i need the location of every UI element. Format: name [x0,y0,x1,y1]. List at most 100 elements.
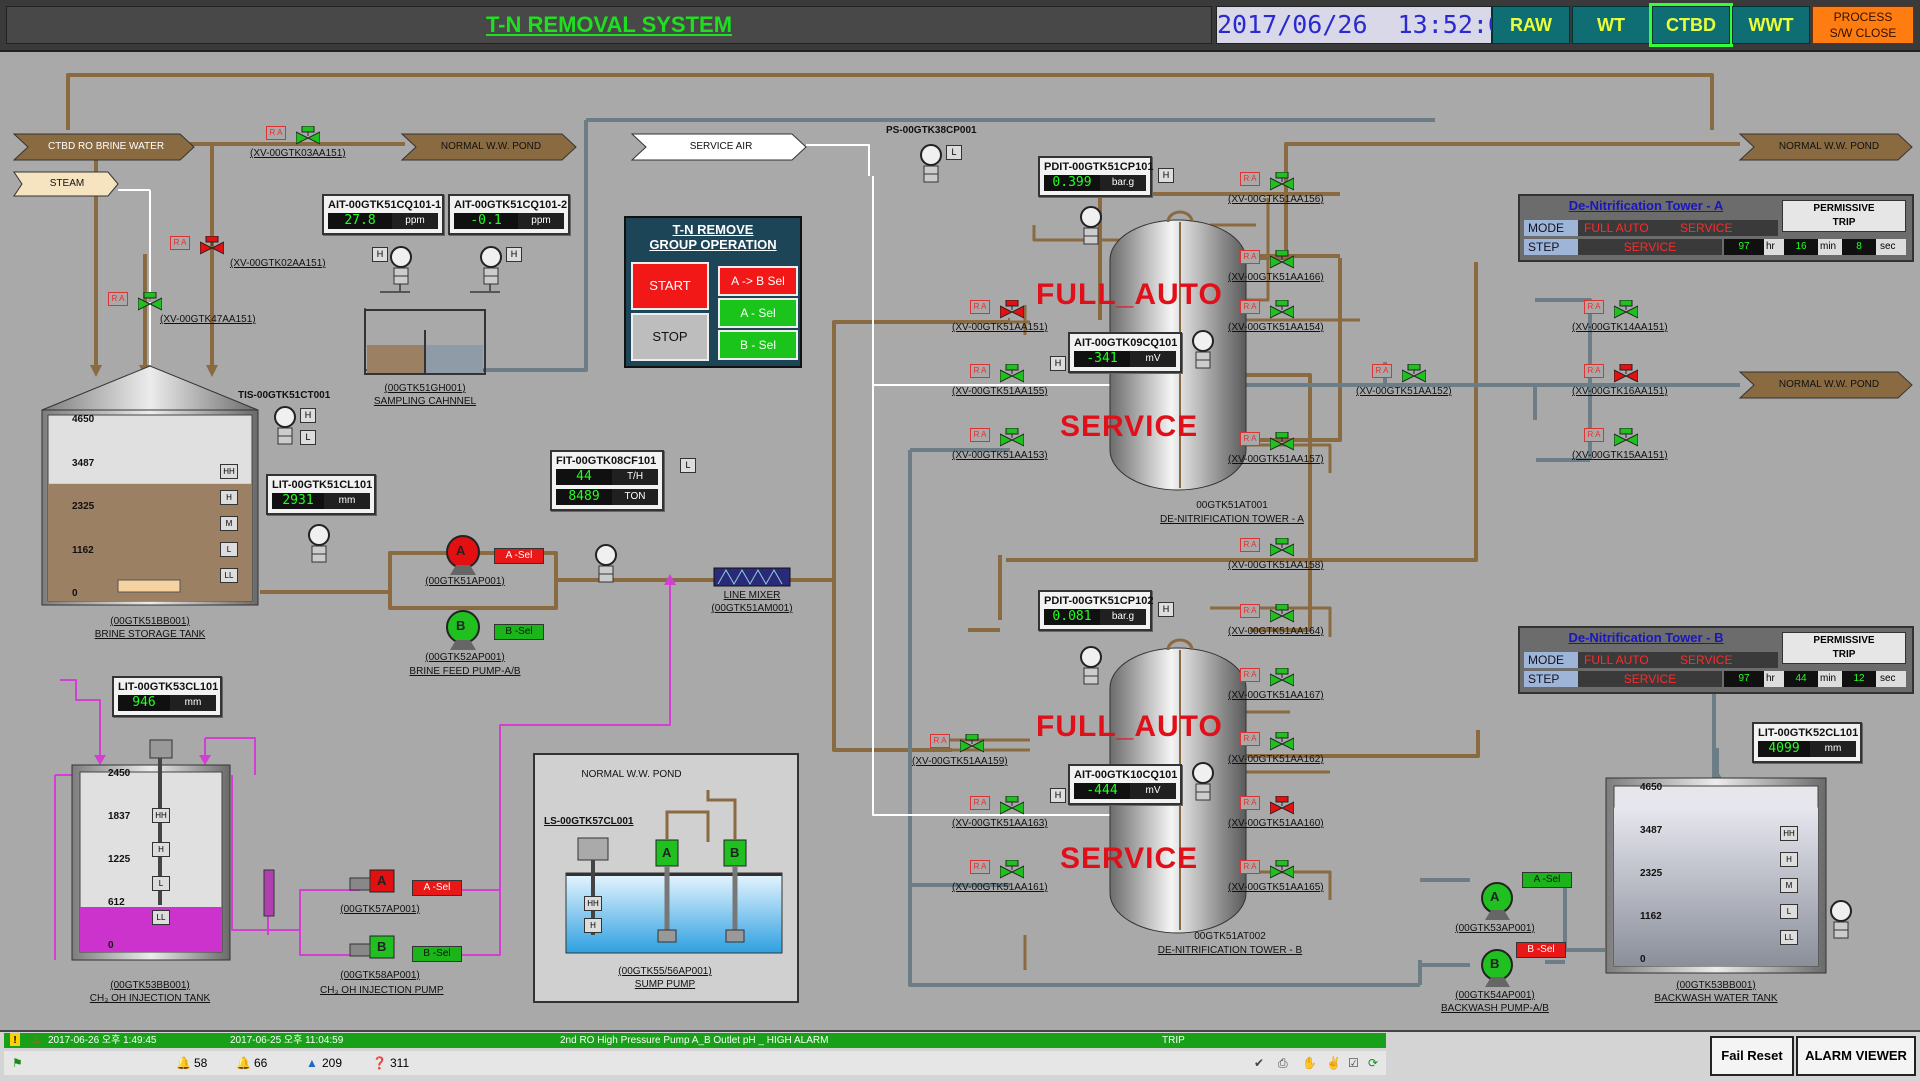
valve-a155-icon[interactable] [999,363,1025,384]
transmitter-7-icon[interactable] [1080,646,1102,686]
brine-pump-a-sel[interactable]: A -Sel [494,548,544,564]
ait2-tag: AIT-00GTK51CQ101-2 [454,199,568,211]
valve-a156-icon[interactable] [1269,171,1295,192]
tower-b-hr: 97 [1724,671,1764,687]
ch3-pump-a-sel[interactable]: A -Sel [412,880,462,896]
nav-ctbd-button[interactable]: CTBD [1649,3,1733,47]
filter-check-icon[interactable]: ☑ [1348,1056,1359,1070]
transmitter-3-icon[interactable] [308,524,330,564]
b-select-button[interactable]: B - Sel [718,330,798,360]
a-select-button[interactable]: A - Sel [718,298,798,328]
valve-a160-icon[interactable] [1269,795,1295,816]
ch3-level-HH: HH [152,808,170,823]
transmitter-6-icon[interactable] [1080,206,1102,246]
valve-a164-icon[interactable] [1269,603,1295,624]
ch3-pump-b-icon[interactable]: B [377,939,387,954]
ait09-value: -341 [1086,351,1118,366]
brine-pump-b-sel[interactable]: B -Sel [494,624,544,640]
flag-icon[interactable]: ⚑ [12,1056,23,1070]
ch3-pump-a-icon[interactable]: A [377,873,387,888]
bw-pump-b-sel[interactable]: B -Sel [1516,942,1566,958]
refresh-icon[interactable]: ⟳ [1368,1056,1379,1070]
valve-a165-ra-badge: R A [1240,860,1260,874]
stream-steam-label: STEAM [49,178,85,189]
transmitter-0-icon[interactable] [390,246,412,286]
valve-a157-icon[interactable] [1269,431,1295,452]
stop-button[interactable]: STOP [631,313,709,361]
valve-a155-label: (XV-00GTK51AA155) [952,386,1048,397]
valve-a154-icon[interactable] [1269,299,1295,320]
transmitter-8-icon[interactable] [1192,330,1214,370]
alarm-viewer-button[interactable]: ALARM VIEWER [1796,1036,1916,1076]
valve-a156-ra-badge: R A [1240,172,1260,186]
transmitter-2-icon[interactable] [274,406,296,446]
fail-reset-button[interactable]: Fail Reset [1710,1036,1794,1076]
bw-pump-b-icon[interactable]: B [1490,956,1500,971]
valve-a159-icon[interactable] [959,733,985,754]
tower-a-mode-state: SERVICE [1680,221,1733,235]
valve-a158-icon[interactable] [1269,537,1295,558]
sump-pump-b-icon[interactable]: B [730,845,740,860]
nav-wwt-button[interactable]: WWT [1732,6,1810,44]
valve-a162-icon[interactable] [1269,731,1295,752]
nav-wt-button[interactable]: WT [1572,6,1650,44]
valve-v14-icon[interactable] [1613,299,1639,320]
transmitter-4-icon[interactable] [595,544,617,584]
valve-a162-ra-badge: R A [1240,732,1260,746]
tower-a-sec: 8 [1842,239,1876,255]
tower-b-name: DE-NITRIFICATION TOWER - B [1157,945,1303,956]
ack-check-icon[interactable]: ✔ [1254,1056,1265,1070]
valve-a163-icon[interactable] [999,795,1025,816]
date-value: 2017/06/26 [1217,10,1368,39]
transmitter-5-icon[interactable] [920,144,942,184]
valve-a153-icon[interactable] [999,427,1025,448]
valve-a151-icon[interactable] [999,299,1025,320]
brine-pump-a-icon[interactable]: A [456,543,466,558]
tower-b-hr-unit: hr [1766,673,1775,684]
valve-a159-label: (XV-00GTK51AA159) [912,756,1008,767]
a-to-b-select-button[interactable]: A -> B Sel [718,266,798,296]
alarm-banner[interactable]: ! ♨ 2017-06-26 오후 1:49:45 2017-06-25 오후 … [4,1033,1386,1048]
start-button[interactable]: START [631,262,709,310]
sump-pump-a-icon[interactable]: A [662,845,672,860]
valve-v15-icon[interactable] [1613,427,1639,448]
nav-raw-button[interactable]: RAW [1492,6,1570,44]
valve-a167-icon[interactable] [1269,667,1295,688]
transmitter-10-icon[interactable] [1830,900,1852,940]
ch3-pump-b-sel[interactable]: B -Sel [412,946,462,962]
ait09-tag: AIT-00GTK09CQ101 [1074,337,1178,349]
bw-pump-a-icon[interactable]: A [1490,889,1500,904]
hand-stop-icon[interactable]: ✌ [1326,1056,1341,1070]
bw-pump-a-sel[interactable]: A -Sel [1522,872,1572,888]
valve-v47-icon[interactable] [137,291,163,312]
group-operation-panel: T-N REMOVE GROUP OPERATION START STOP A … [624,216,802,368]
valve-v16-icon[interactable] [1613,363,1639,384]
valve-v03-icon[interactable] [295,125,321,146]
print-icon[interactable]: ⎙ [1278,1056,1288,1070]
stream-pond-label: NORMAL W.W. POND [440,141,542,152]
brine-pump-b-icon[interactable]: B [456,618,466,633]
valve-a161-icon[interactable] [999,859,1025,880]
transmitter-9-icon[interactable] [1192,762,1214,802]
valve-a166-icon[interactable] [1269,249,1295,270]
valve-a165-icon[interactable] [1269,859,1295,880]
transmitter-1-icon[interactable] [480,246,502,286]
hand-icon[interactable]: ✋ [1302,1056,1317,1070]
valve-a152-icon[interactable] [1401,363,1427,384]
alarm-state: TRIP [1162,1035,1185,1046]
valve-v02-icon[interactable] [199,235,225,256]
ch3-tank-id: (00GTK53BB001) [110,980,190,991]
